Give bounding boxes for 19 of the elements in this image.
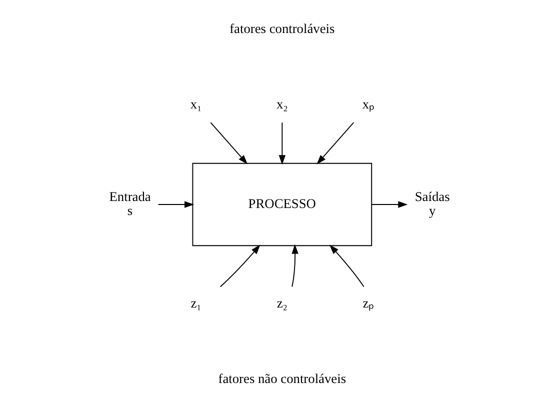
node-text: xₚ [362, 96, 374, 112]
node-box: PROCESSO [192, 162, 372, 246]
arrow [371, 201, 408, 208]
arrow [210, 122, 248, 164]
label: fatores controláveis [230, 20, 335, 36]
node-text: z₂ [276, 296, 288, 311]
arrow [220, 244, 260, 288]
node-text: x₁ [190, 96, 202, 112]
arrow [278, 122, 286, 165]
node-text: Saídas y [414, 188, 450, 218]
node-text: zₚ [362, 296, 374, 311]
arrow [158, 201, 194, 208]
arrow [329, 244, 364, 288]
arrow [316, 122, 354, 164]
node-text: Entrada s [109, 188, 151, 218]
label: fatores não controláveis [218, 371, 346, 386]
node-text: x₂ [276, 96, 288, 112]
node-text: z₁ [190, 296, 202, 311]
arrow [292, 244, 298, 288]
